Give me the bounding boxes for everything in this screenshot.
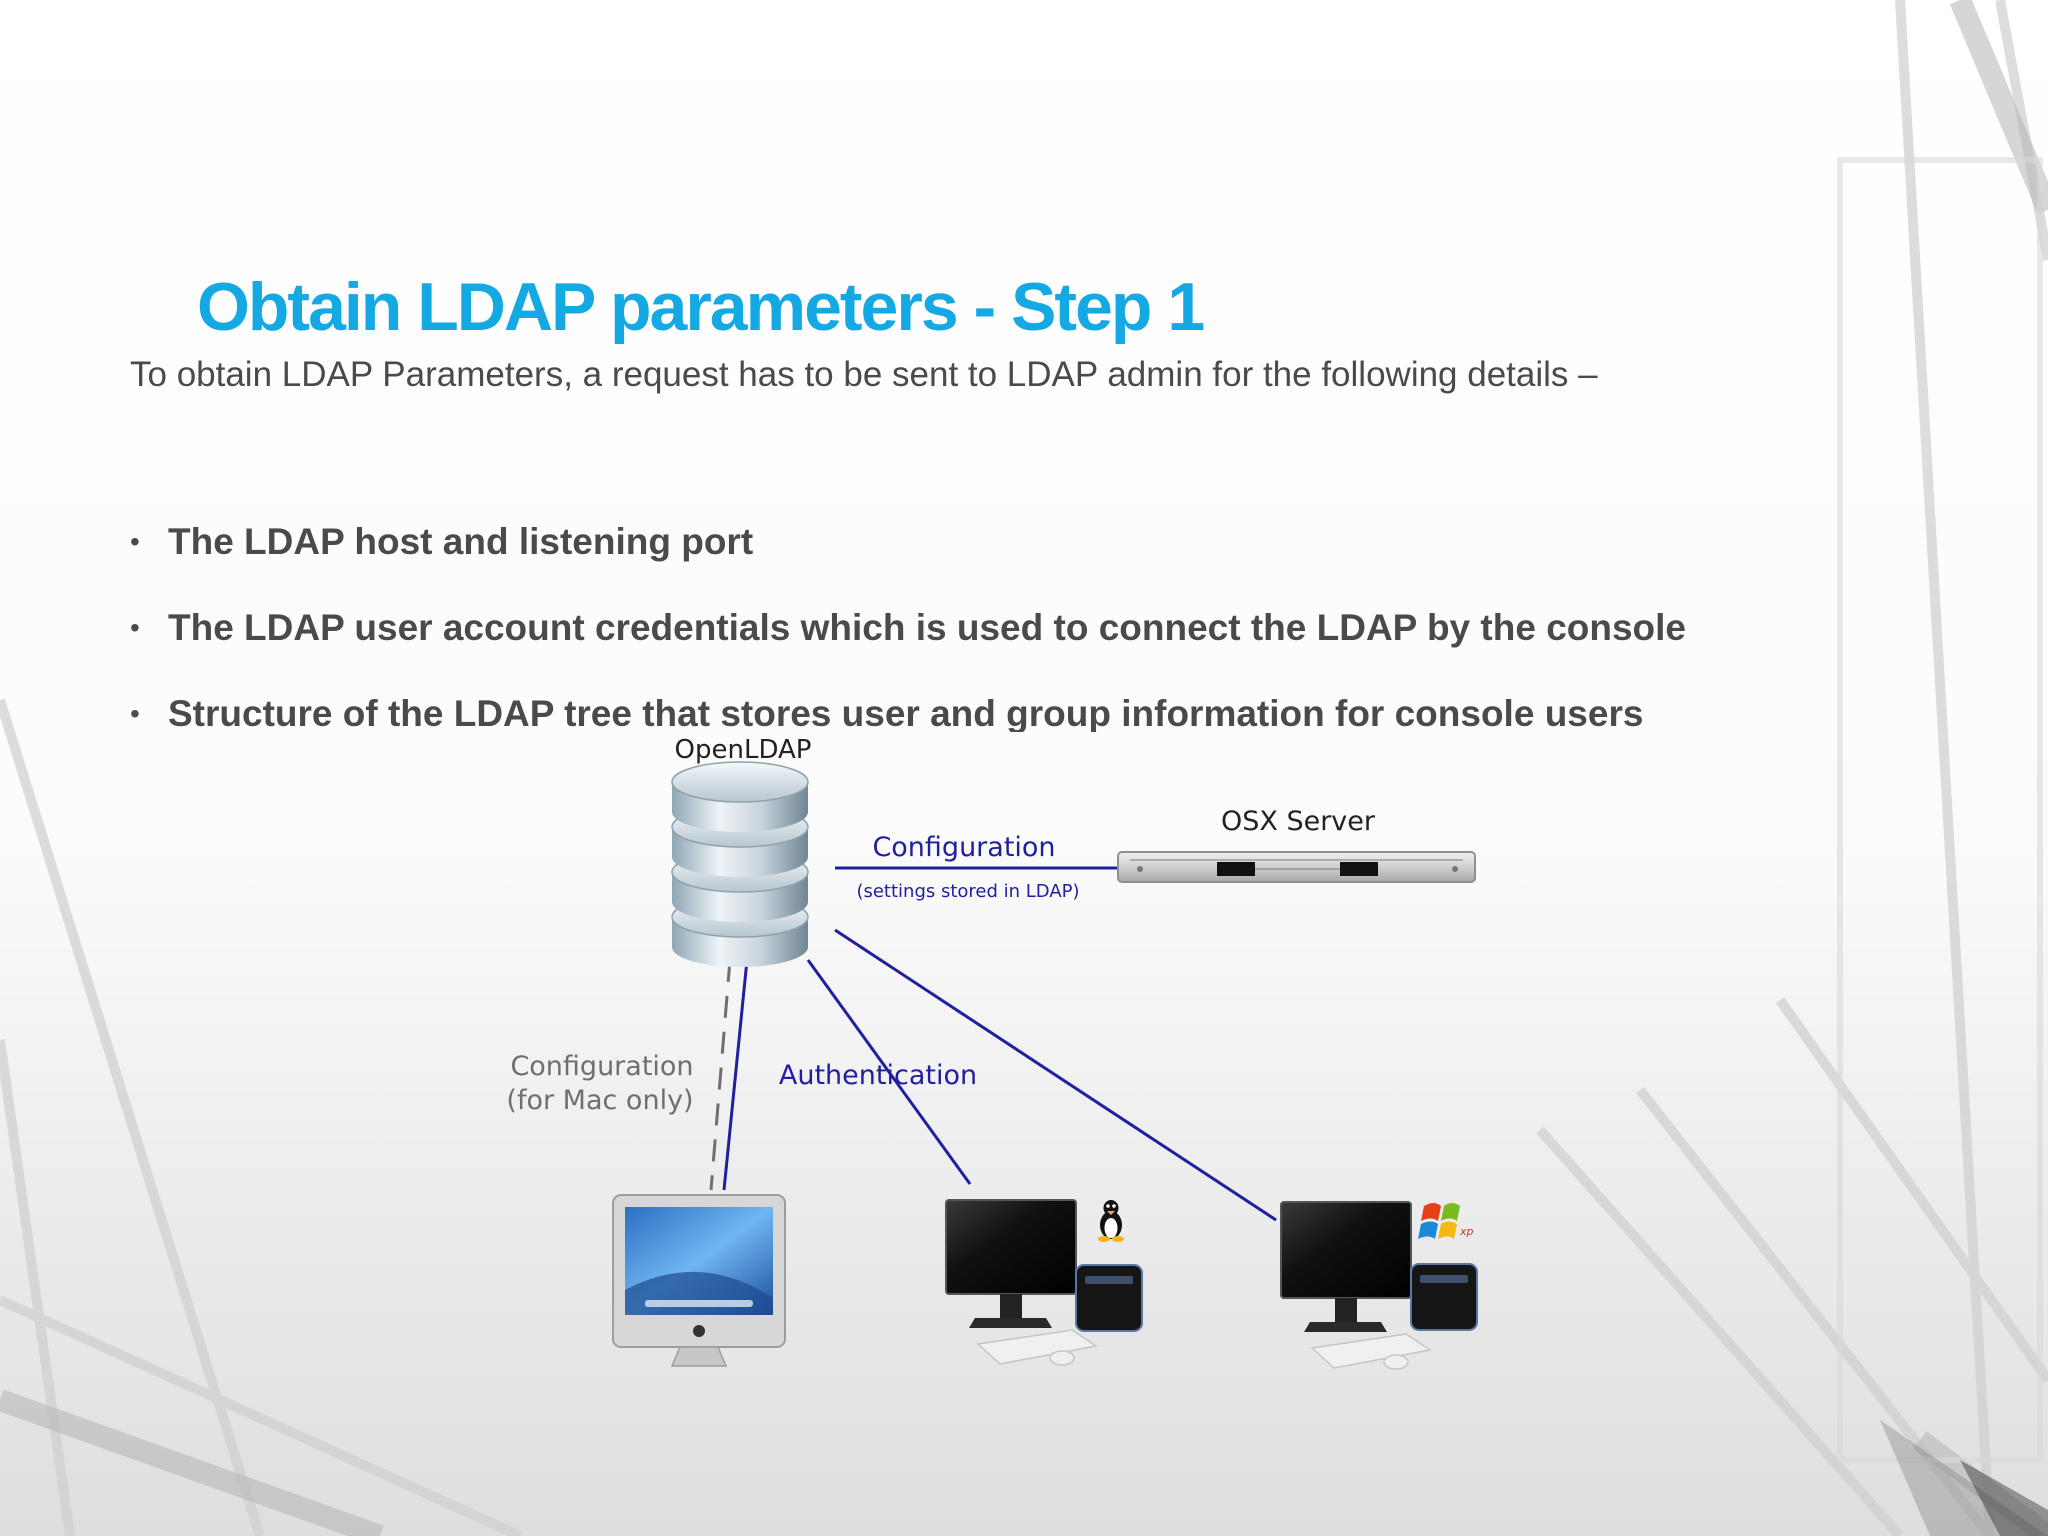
database-icon — [671, 761, 809, 967]
intro-text: To obtain LDAP Parameters, a request has… — [130, 355, 1598, 394]
linux-computer-icon — [945, 1199, 1143, 1366]
rack-server-icon — [1117, 851, 1476, 883]
windows-auth-line — [834, 928, 1277, 1222]
mac-config-dashed-line — [709, 959, 732, 1191]
bullet-item: • The LDAP host and listening port — [130, 520, 1686, 564]
openldap-label: OpenLDAP — [675, 735, 812, 765]
config-link-label: Configuration — [872, 832, 1055, 863]
mac-config-label-line1: Configuration — [510, 1051, 693, 1082]
linux-auth-line — [806, 959, 972, 1185]
xp-badge-text: xp — [1459, 1225, 1474, 1238]
bullet-dot-icon: • — [130, 612, 140, 643]
bullet-list: • The LDAP host and listening port • The… — [130, 520, 1686, 732]
windows-xp-logo-icon: xp — [1418, 1203, 1474, 1239]
bullet-text: The LDAP user account credentials which … — [168, 607, 1687, 648]
bullet-item: • The LDAP user account credentials whic… — [130, 606, 1686, 650]
bullet-dot-icon: • — [130, 526, 140, 557]
config-link-sublabel: (settings stored in LDAP) — [856, 881, 1079, 902]
mac-config-label-line2: (for Mac only) — [506, 1085, 693, 1116]
windows-computer-icon — [1280, 1201, 1478, 1370]
authentication-label: Authentication — [779, 1060, 977, 1091]
slide-title: Obtain LDAP parameters - Step 1 — [197, 269, 1205, 345]
bullet-dot-icon: • — [130, 698, 140, 729]
bullet-text: The LDAP host and listening port — [168, 521, 754, 562]
bullet-item: • Structure of the LDAP tree that stores… — [130, 692, 1686, 732]
mac-auth-line — [722, 959, 749, 1191]
bullet-text: Structure of the LDAP tree that stores u… — [168, 693, 1644, 732]
mac-computer-icon — [612, 1194, 786, 1367]
tux-penguin-icon — [1098, 1200, 1124, 1242]
osx-server-label: OSX Server — [1221, 806, 1376, 837]
